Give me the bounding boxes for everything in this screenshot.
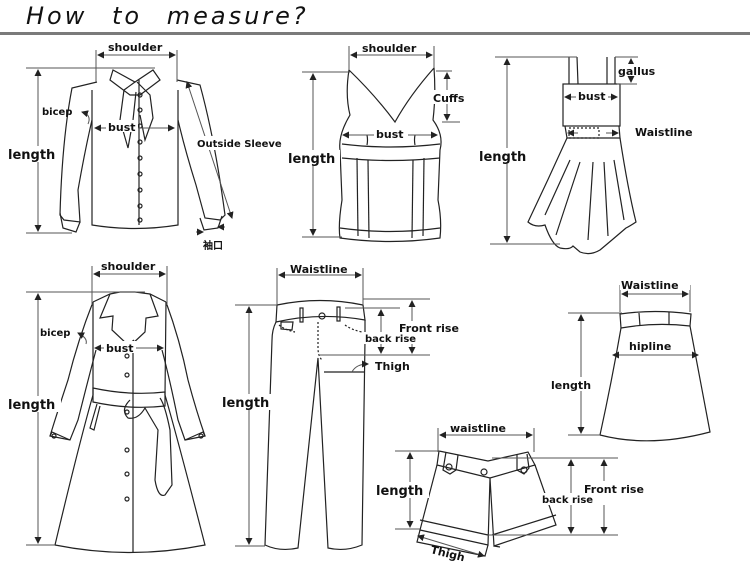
skirt-hipline-label: hipline (629, 340, 671, 353)
dress-diagram: length gallus bust Waistline (478, 56, 693, 255)
dress-bust-label: bust (578, 90, 606, 103)
shorts-thigh-label: Thigh (429, 543, 466, 564)
pants-waistline-label: Waistline (290, 263, 348, 276)
coat-shoulder-label: shoulder (101, 260, 156, 273)
pants-front-rise-label: Front rise (399, 322, 459, 335)
coat-length-label: length (8, 398, 55, 413)
coat-drawing (49, 291, 206, 554)
title-divider (0, 32, 750, 35)
pants-length-label: length (222, 396, 269, 411)
pants-drawing (264, 299, 366, 551)
coat-bicep-label: bicep (40, 328, 70, 339)
page-title: How to measure? (26, 2, 309, 30)
dress-drawing (527, 56, 637, 255)
pants-thigh-label: Thigh (375, 360, 410, 373)
shorts-thigh-arrow (417, 534, 485, 558)
shorts-length-label: length (376, 484, 423, 499)
tank-length-label: length (288, 152, 335, 167)
pants-back-rise-label: back rise (365, 334, 416, 345)
shorts-diagram: waistline length Front rise back rise Th… (375, 421, 667, 564)
pants-diagram: Waistline length Front rise back rise Th… (222, 262, 482, 551)
shirt-bicep-label: bicep (42, 107, 72, 118)
shorts-waistline-label: waistline (450, 422, 506, 435)
shirt-cuff-label: 袖口 (202, 239, 223, 252)
shirt-bust-label: bust (108, 121, 136, 134)
dress-waistline-label: Waistline (635, 126, 693, 139)
dress-gallus-label: gallus (618, 65, 656, 78)
tank-shoulder-label: shoulder (362, 42, 417, 55)
shirt-shoulder-label: shoulder (108, 41, 163, 54)
dress-length-label: length (479, 150, 526, 165)
shirt-drawing (59, 69, 226, 233)
tank-bust-label: bust (376, 128, 404, 141)
tank-drawing (338, 66, 442, 243)
skirt-drawing (599, 310, 711, 442)
tank-diagram: shoulder length Cuffs bust (288, 42, 474, 243)
skirt-diagram: Waistline hipline length (550, 278, 711, 442)
coat-buttons (124, 353, 130, 502)
skirt-waistline-label: Waistline (621, 279, 679, 292)
shorts-back-rise-label: back rise (542, 495, 593, 506)
tank-cuffs-label: Cuffs (433, 92, 465, 105)
skirt-length-label: length (551, 379, 591, 392)
coat-bust-label: bust (106, 342, 134, 355)
shorts-front-rise-label: Front rise (584, 483, 644, 496)
coat-diagram: shoulder length bicep bust (6, 259, 206, 554)
shirt-outside-sleeve-label: Outside Sleeve (197, 139, 282, 150)
shirt-buttons (137, 92, 143, 223)
shirt-length-label: length (8, 148, 55, 163)
shorts-drawing (416, 450, 557, 557)
shirt-diagram: shoulder length bicep bust Outside Sleev… (6, 41, 288, 252)
